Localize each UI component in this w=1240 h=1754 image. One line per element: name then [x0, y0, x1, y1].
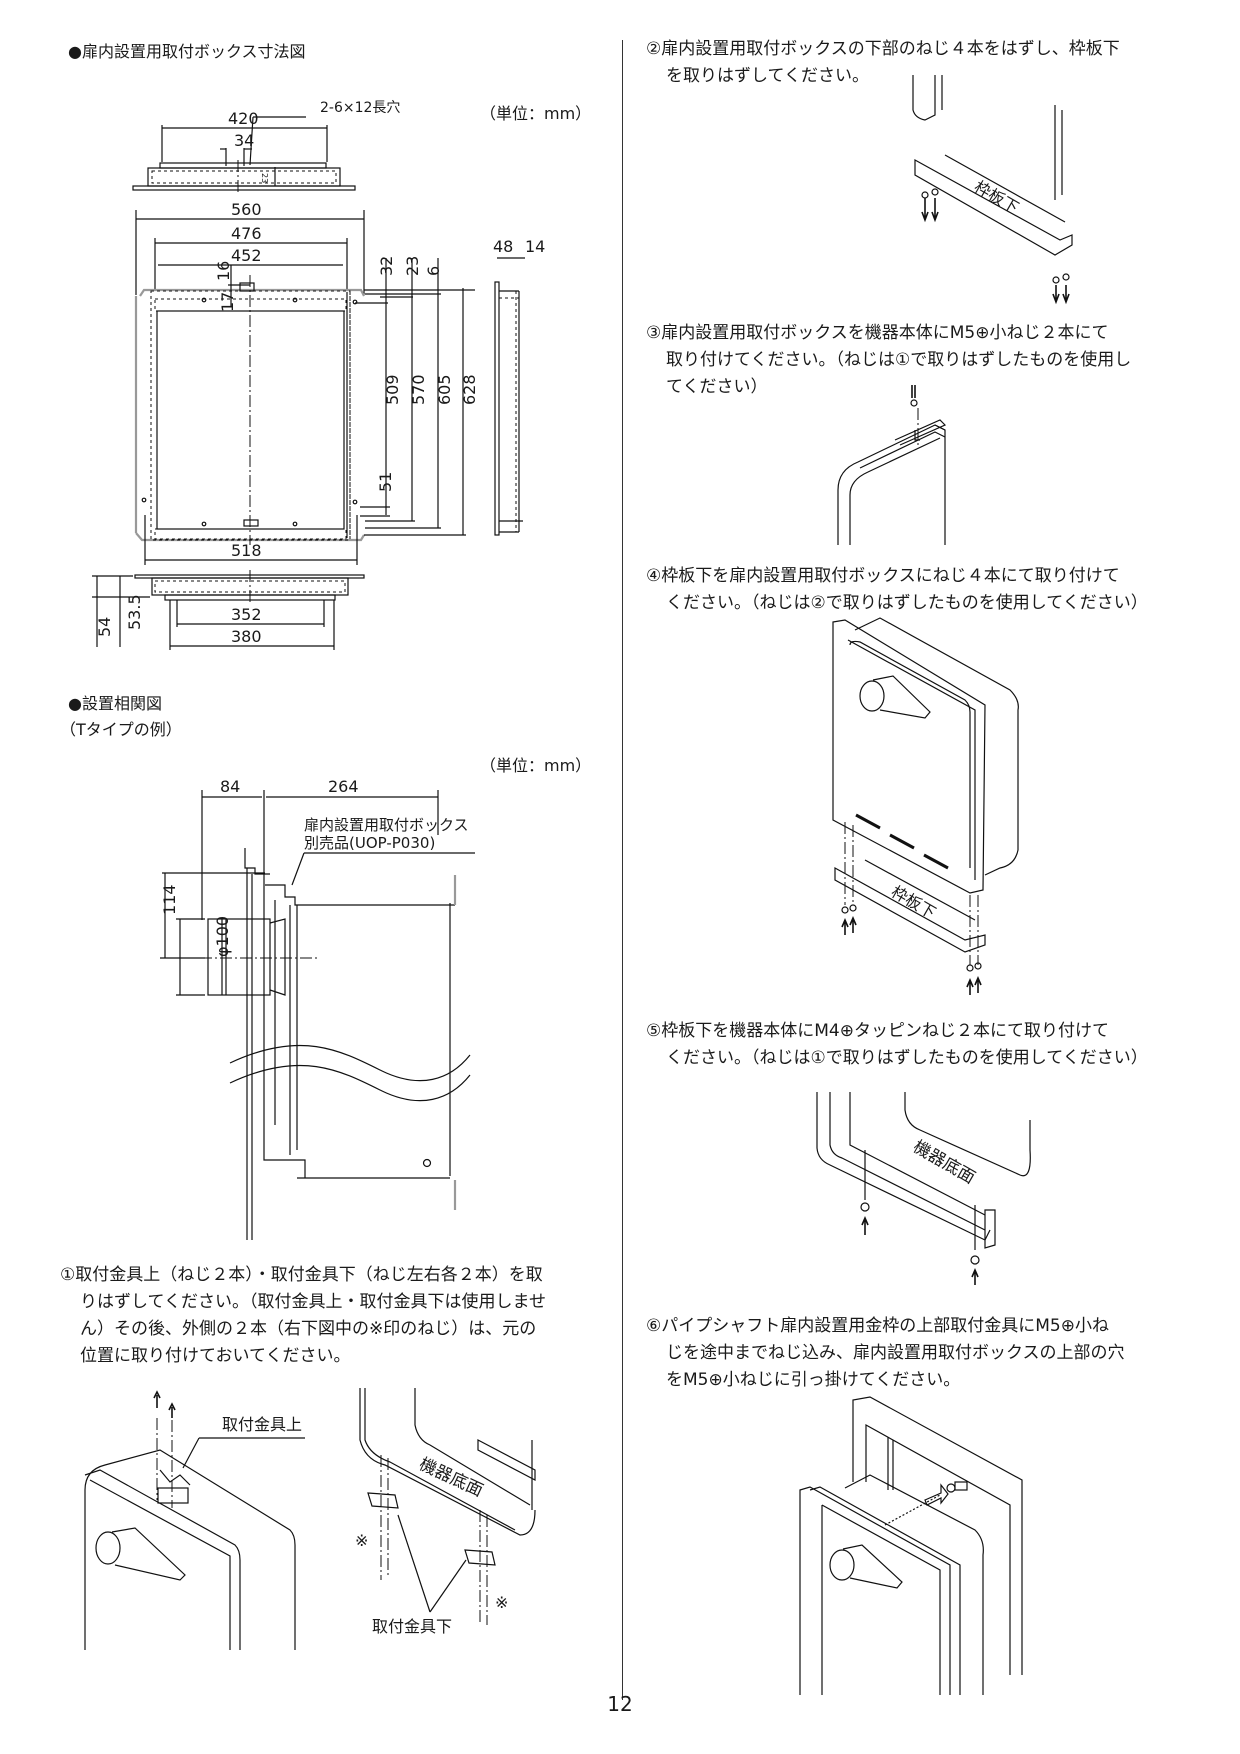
dim-420: 420	[228, 109, 259, 128]
dim-phi100: φ100	[213, 916, 232, 957]
step-1-line: 位置に取り付けておいてください。	[80, 1346, 351, 1366]
step-3-illustration	[837, 385, 947, 545]
front-view: 560 476 452 16 17 32 23 6 509 570 605 62…	[134, 200, 479, 565]
dim-32: 32	[377, 256, 396, 276]
dim-518: 518	[231, 541, 262, 560]
dim-6: 6	[424, 266, 443, 276]
label-upper-bracket: 取付金具上	[222, 1415, 302, 1434]
step-1-line: ①取付金具上（ねじ２本）・取付金具下（ねじ左右各２本）を取	[60, 1265, 543, 1285]
step-3-line: 取り付けてください。（ねじは①で取りはずしたものを使用し	[666, 350, 1132, 370]
dim-509: 509	[383, 374, 402, 405]
step-3-line: てください）	[666, 377, 768, 397]
step-4-line: ④枠板下を扉内設置用取付ボックスにねじ４本にて取り付けて	[646, 566, 1120, 586]
unit-label: （単位：mm）	[480, 104, 592, 123]
step-2-line: を取りはずしてください。	[666, 66, 869, 86]
slot-label: 2-6×12長穴	[320, 100, 400, 116]
dimension-section-title: ●扉内設置用取付ボックス寸法図	[68, 42, 306, 61]
step-1-text: ①取付金具上（ねじ２本）・取付金具下（ねじ左右各２本）を取 りはずしてください。…	[60, 1262, 546, 1370]
column-divider	[622, 40, 623, 1700]
asterisk-mark: ※	[355, 1531, 368, 1550]
dim-452: 452	[231, 246, 262, 265]
step-3-text: ③扉内設置用取付ボックスを機器本体にM5⊕小ねじ２本にて 取り付けてください。（…	[646, 320, 1131, 401]
dimension-drawing: 420 34 2-6×12長穴 23 560 476	[92, 100, 545, 650]
dim-54: 54	[95, 617, 114, 637]
step-6-line: をM5⊕小ねじに引っ掛けてください。	[666, 1370, 961, 1390]
dim-53-5: 53.5	[125, 594, 144, 630]
dim-476: 476	[231, 224, 262, 243]
dim-84: 84	[220, 777, 240, 796]
unit-label-2: （単位：mm）	[480, 756, 592, 775]
dim-17: 17	[218, 292, 237, 312]
step-2-illustration: 枠板下	[912, 75, 1073, 305]
bottom-view: 352 380 54 53.5	[92, 570, 365, 650]
label-lower-bracket: 取付金具下	[372, 1617, 452, 1636]
step-3-line: ③扉内設置用取付ボックスを機器本体にM5⊕小ねじ２本にて	[646, 323, 1109, 343]
side-view: 48 14	[493, 237, 545, 536]
correlation-drawing: 84 264 扉内設置用取付ボックス 別売品(UOP-P030) 114 φ10…	[160, 777, 475, 1240]
dim-560: 560	[231, 200, 262, 219]
step-6-text: ⑥パイプシャフト扉内設置用金枠の上部取付金具にM5⊕小ね じを途中までねじ込み、…	[646, 1313, 1125, 1394]
step-4-text: ④枠板下を扉内設置用取付ボックスにねじ４本にて取り付けて ください。（ねじは②で…	[646, 563, 1148, 617]
dim-628: 628	[460, 374, 479, 405]
asterisk-mark: ※	[495, 1593, 508, 1612]
dim-23: 23	[403, 256, 422, 276]
step-1-line: ん）その後、外側の２本（右下図中の※印のねじ）は、元の	[80, 1319, 537, 1339]
dim-51: 51	[376, 472, 395, 492]
step-5-illustration: 機器底面	[816, 1092, 1031, 1285]
dim-264: 264	[328, 777, 359, 796]
callout-line-1: 扉内設置用取付ボックス	[304, 816, 469, 834]
page-number: 12	[607, 1692, 633, 1716]
step-2-line: ②扉内設置用取付ボックスの下部のねじ４本をはずし、枠板下	[646, 39, 1120, 59]
step-4-line: ください。（ねじは②で取りはずしたものを使用してください）	[666, 593, 1148, 613]
step-6-illustration	[799, 1396, 1023, 1695]
dim-570: 570	[409, 374, 428, 405]
dim-16: 16	[214, 261, 233, 281]
step-1-line: りはずしてください。（取付金具上・取付金具下は使用しませ	[80, 1292, 546, 1312]
step-6-line: ⑥パイプシャフト扉内設置用金枠の上部取付金具にM5⊕小ね	[646, 1316, 1109, 1336]
correlation-section-subtitle: （Tタイプの例）	[60, 720, 182, 739]
dim-14: 14	[525, 237, 545, 256]
step-5-line: ⑤枠板下を機器本体にM4⊕タッピンねじ２本にて取り付けて	[646, 1021, 1109, 1041]
top-view: 420 34 2-6×12長穴 23	[132, 100, 400, 195]
step-5-line: ください。（ねじは①で取りはずしたものを使用してください）	[666, 1048, 1148, 1068]
dim-114: 114	[160, 884, 179, 915]
callout-line-2: 別売品(UOP-P030)	[304, 834, 435, 852]
dim-352: 352	[231, 605, 262, 624]
dim-48: 48	[493, 237, 513, 256]
dim-23-top: 23	[260, 173, 269, 183]
dim-380: 380	[231, 627, 262, 646]
upper-bracket-illustration: 取付金具上	[84, 1390, 305, 1650]
step-1-illustration: 取付金具上 機器底面 ※ ※ 取付金具下	[84, 1388, 536, 1650]
step-6-line: じを途中までねじ込み、扉内設置用取付ボックスの上部の穴	[666, 1343, 1125, 1363]
step-2-text: ②扉内設置用取付ボックスの下部のねじ４本をはずし、枠板下 を取りはずしてください…	[646, 36, 1120, 90]
correlation-section-title: ●設置相関図	[68, 694, 162, 713]
dim-605: 605	[435, 374, 454, 405]
step-5-text: ⑤枠板下を機器本体にM4⊕タッピンねじ２本にて取り付けて ください。（ねじは①で…	[646, 1018, 1148, 1072]
step-4-illustration: 枠板下	[832, 617, 1019, 995]
dim-34: 34	[234, 131, 254, 150]
